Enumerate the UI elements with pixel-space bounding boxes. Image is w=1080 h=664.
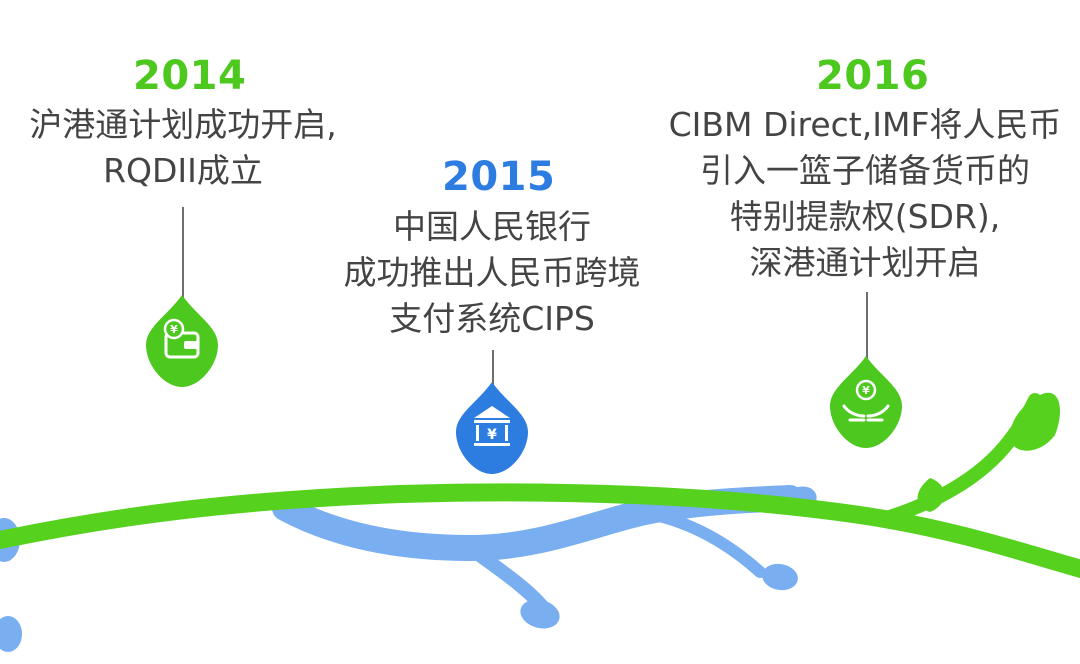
blue-leaf	[520, 599, 560, 629]
event-marker-2016: ¥	[830, 356, 902, 448]
svg-text:¥: ¥	[862, 384, 870, 397]
event-description-2014: 沪港通计划成功开启, RQDII成立	[0, 102, 366, 194]
blue-vine-branch-right	[634, 506, 766, 578]
hands-coin-yuan-icon: ¥	[842, 379, 890, 422]
event-description-2015: 中国人民银行 成功推出人民币跨境 支付系统CIPS	[300, 204, 684, 342]
blue-leaf	[0, 616, 22, 652]
event-stem-2016	[866, 292, 868, 360]
event-line: 成功推出人民币跨境	[343, 253, 641, 292]
event-line: 特别提款权(SDR),	[729, 197, 1001, 236]
event-description-2016: CIBM Direct,IMF将人民币 引入一篮子储备货币的 特别提款权(SDR…	[650, 102, 1080, 286]
event-marker-2015: ¥	[456, 382, 528, 474]
event-year-2014: 2014	[133, 53, 247, 99]
svg-text:¥: ¥	[170, 323, 178, 336]
green-vine-stem	[0, 483, 1080, 578]
svg-text:¥: ¥	[487, 427, 497, 443]
event-line: 中国人民银行	[393, 207, 591, 246]
blue-leaf	[762, 563, 798, 591]
event-stem-2015	[492, 350, 494, 386]
event-line: 支付系统CIPS	[389, 299, 595, 338]
event-line: 沪港通计划成功开启,	[29, 105, 337, 144]
event-line: 深港通计划开启	[749, 243, 981, 282]
bank-yuan-icon: ¥	[474, 406, 510, 446]
event-line: 引入一篮子储备货币的	[700, 151, 1030, 190]
event-year-2016: 2016	[816, 53, 930, 99]
event-year-2015: 2015	[442, 154, 556, 200]
wallet-yuan-icon: ¥	[163, 318, 200, 359]
green-leaf	[917, 478, 945, 512]
event-line: RQDII成立	[103, 151, 263, 190]
green-leaf	[1009, 392, 1060, 451]
event-stem-2014	[182, 207, 184, 299]
event-marker-2014: ¥	[146, 295, 218, 387]
green-vine-branch	[873, 393, 1042, 527]
event-line: CIBM Direct,IMF将人民币	[668, 105, 1062, 144]
